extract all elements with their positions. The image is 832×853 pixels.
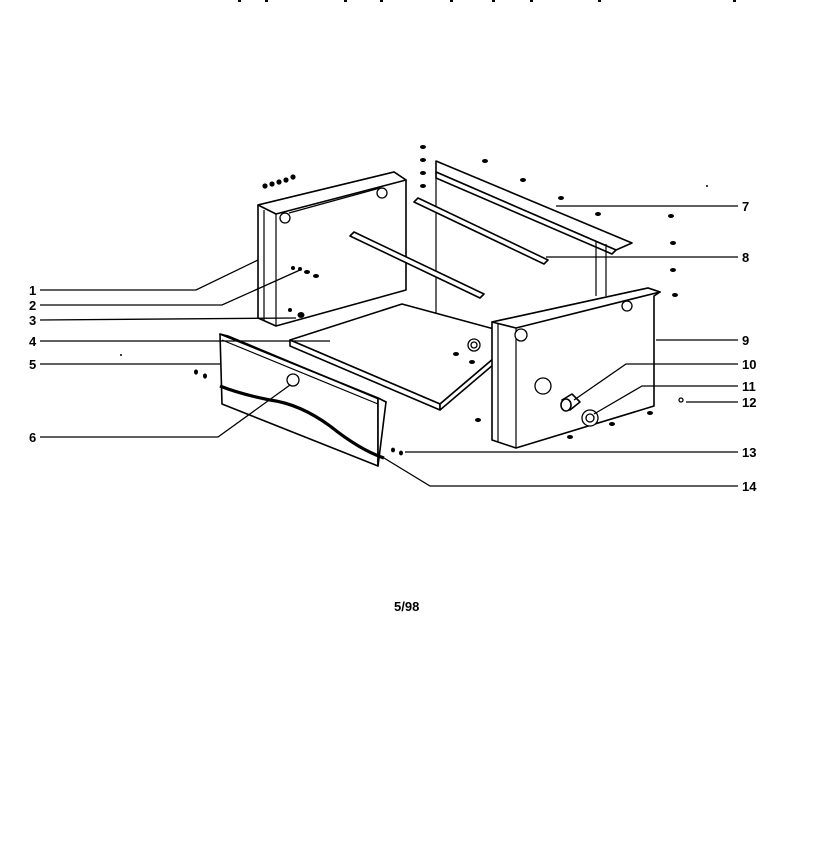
callout-4: 4 — [29, 334, 37, 349]
right-side-panel — [491, 287, 661, 449]
leader-lines — [39, 205, 738, 487]
left-side-panel — [257, 171, 407, 327]
front-drawer-panel — [219, 333, 387, 467]
callout-10: 10 — [742, 357, 756, 372]
callout-12: 12 — [742, 395, 756, 410]
callout-7: 7 — [742, 199, 749, 214]
callout-14: 14 — [742, 479, 757, 494]
callout-labels: 1 2 3 4 5 6 7 8 9 10 11 12 13 14 — [29, 199, 757, 494]
callout-11: 11 — [742, 379, 756, 394]
callout-5: 5 — [29, 357, 36, 372]
callout-3: 3 — [29, 313, 36, 328]
hardware-screws — [120, 145, 708, 456]
footer-code: 5/98 — [394, 599, 419, 614]
back-rail — [435, 160, 633, 330]
callout-8: 8 — [742, 250, 749, 265]
top-edge-marks — [238, 0, 736, 2]
support-rods — [349, 197, 549, 299]
callout-2: 2 — [29, 298, 36, 313]
callout-1: 1 — [29, 283, 36, 298]
callout-6: 6 — [29, 430, 36, 445]
callout-9: 9 — [742, 333, 749, 348]
callout-13: 13 — [742, 445, 756, 460]
